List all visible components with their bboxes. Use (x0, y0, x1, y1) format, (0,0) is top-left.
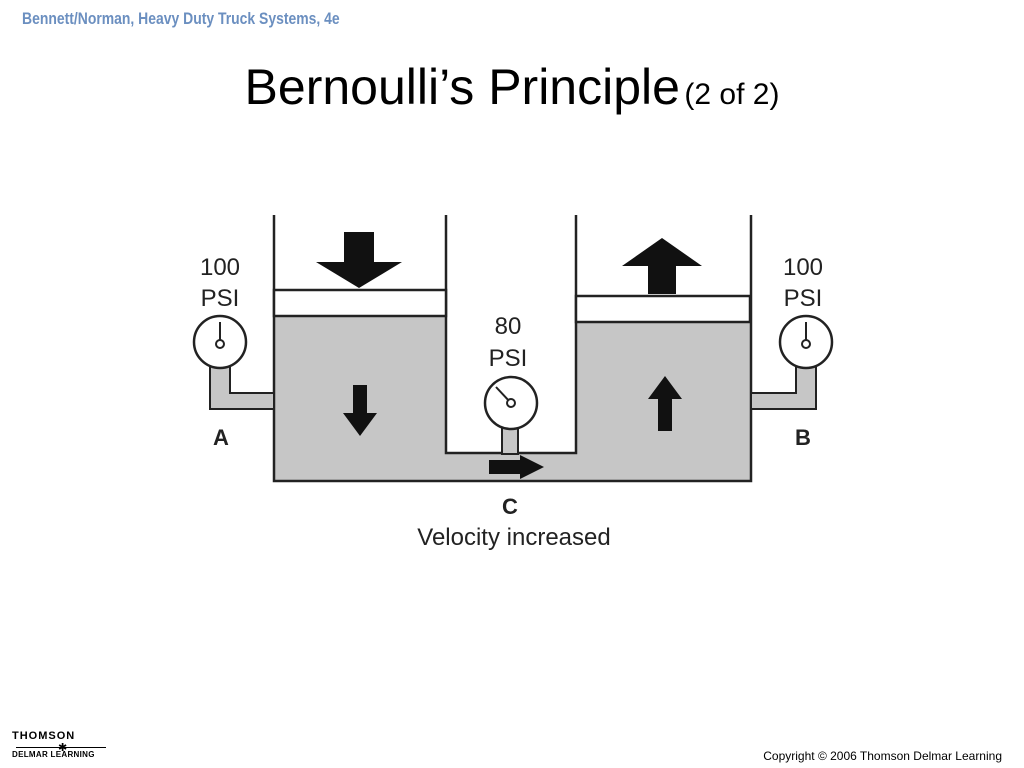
point-b-label: B (795, 425, 811, 450)
gauge-b-value: 100 (783, 254, 823, 281)
copyright-text: Copyright © 2006 Thomson Delmar Learning (763, 749, 1002, 763)
publisher-logo: THOMSON ✱ DELMAR LEARNING (12, 730, 106, 759)
gauge-c-value: 80 (495, 313, 522, 340)
gauge-a (192, 314, 275, 410)
title-sub: (2 of 2) (684, 78, 780, 111)
logo-bottom-text: DELMAR LEARNING (12, 750, 95, 759)
piston-left (272, 288, 448, 318)
gauge-a-unit: PSI (201, 285, 240, 312)
gauge-b-unit: PSI (784, 285, 823, 312)
up-arrow-icon (622, 238, 702, 294)
right-arrow-icon (489, 455, 544, 479)
down-arrow-icon (343, 385, 377, 436)
slide-title: Bernoulli’s Principle (2 of 2) (0, 58, 1024, 116)
up-arrow-icon (648, 376, 682, 431)
gauge-c (483, 375, 539, 455)
title-main: Bernoulli’s Principle (244, 59, 680, 115)
gauge-a-value: 100 (200, 254, 240, 281)
gauge-b (750, 314, 834, 410)
gauge-c-unit: PSI (489, 345, 528, 372)
point-a-label: A (213, 425, 229, 450)
fluid-body (274, 316, 750, 481)
star-icon: ✱ (58, 742, 68, 754)
point-c-label: C (502, 494, 518, 519)
logo-top-text: THOMSON (12, 730, 76, 742)
piston-right (574, 294, 752, 324)
source-header: Bennett/Norman, Heavy Duty Truck Systems… (22, 9, 340, 28)
diagram-caption: Velocity increased (417, 524, 610, 551)
down-arrow-icon (316, 232, 402, 288)
